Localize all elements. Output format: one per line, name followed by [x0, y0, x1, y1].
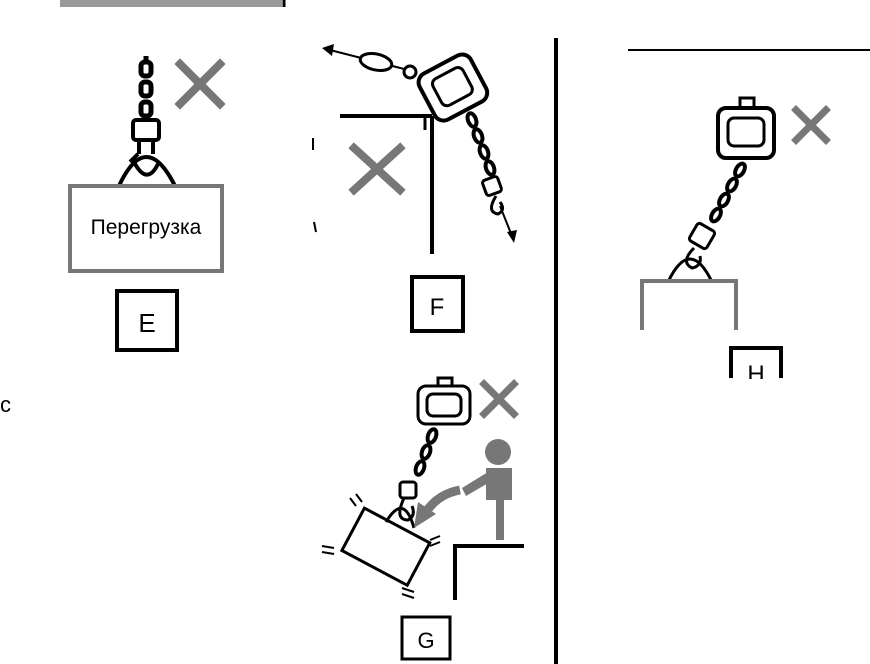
cross-icon — [174, 58, 226, 110]
hoist-hanger — [738, 96, 756, 108]
hoist-body — [416, 52, 490, 123]
side-fragment-text: c — [0, 392, 11, 417]
reach-arrowhead — [414, 502, 436, 528]
reach-arrow — [422, 485, 461, 515]
pull-grip — [358, 51, 394, 73]
sling — [116, 155, 178, 189]
swinging-load — [339, 506, 432, 588]
sling — [384, 507, 416, 529]
label-e: E — [138, 308, 155, 338]
down-arrow — [499, 205, 513, 237]
tick-mark — [313, 221, 317, 233]
label-g: G — [417, 628, 434, 653]
hoist-hanger — [436, 376, 454, 386]
motion-marks — [321, 493, 441, 599]
person-arm — [462, 472, 490, 496]
person-body — [486, 468, 512, 540]
chain — [138, 56, 154, 119]
panel-h: H — [640, 96, 831, 391]
sling — [666, 257, 714, 283]
cross-icon — [348, 142, 406, 196]
panel-f: F — [312, 44, 517, 333]
hook-collar — [687, 221, 717, 251]
hoist-window — [726, 116, 766, 148]
cross-icon — [479, 379, 519, 419]
load-label: Перегрузка — [91, 216, 202, 239]
label-h-clip — [726, 379, 786, 391]
label-box-g — [400, 615, 452, 661]
hook — [490, 195, 505, 216]
hook-collar — [398, 480, 418, 500]
label-box-e — [115, 289, 179, 352]
chain — [465, 111, 497, 177]
panel-g: G — [321, 376, 524, 661]
load-outline — [640, 279, 738, 330]
hoist-eye — [402, 64, 418, 80]
hook-tip — [130, 157, 160, 177]
chain — [413, 427, 439, 477]
label-box-f — [410, 275, 465, 333]
chain — [709, 161, 747, 224]
header-bar — [60, 0, 282, 7]
label-f: F — [430, 294, 445, 321]
hook-collar — [131, 118, 161, 142]
label-box-h — [729, 346, 783, 378]
person-head — [485, 439, 511, 465]
cross-icon — [791, 105, 831, 145]
panel-e: Перегрузка E — [68, 56, 226, 352]
down-arrowhead — [507, 230, 517, 243]
load-box — [68, 184, 224, 273]
pull-arrowhead — [322, 44, 334, 56]
hook-collar — [481, 175, 503, 197]
hook — [685, 246, 702, 270]
step-platform — [453, 544, 524, 600]
hoist-window — [425, 392, 463, 418]
